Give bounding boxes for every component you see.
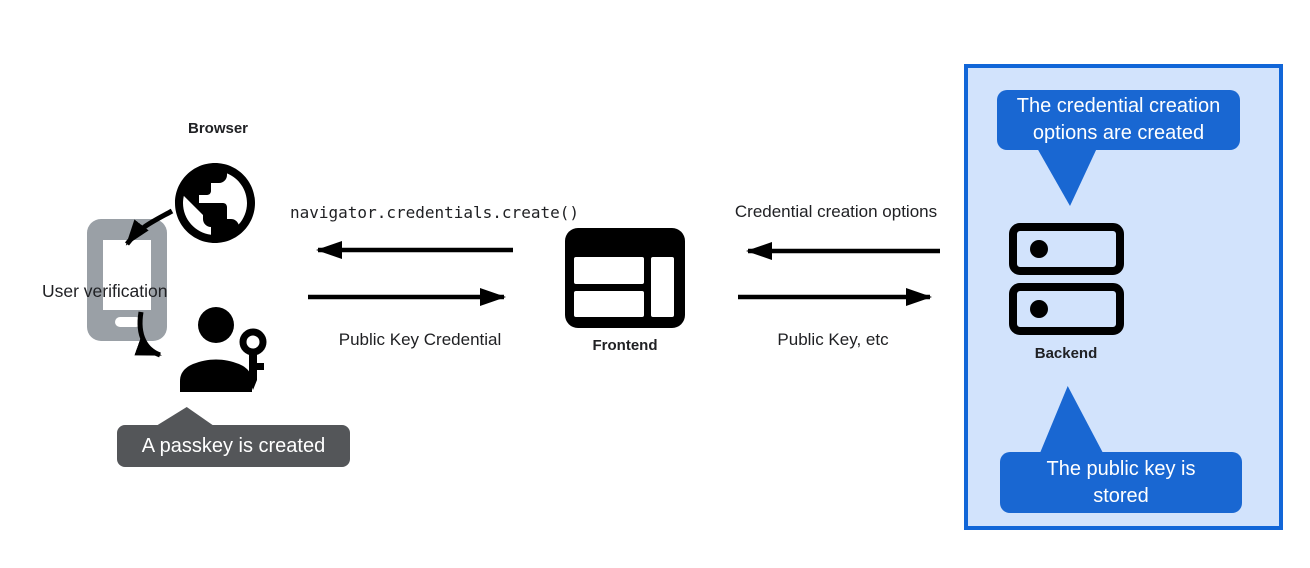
public-key-stored-tooltip-line2: stored <box>1093 485 1149 507</box>
message-credential-creation-options: Credential creation options <box>734 202 938 221</box>
backend-label: Backend <box>1034 345 1098 362</box>
smartphone-icon-svg <box>87 219 167 341</box>
options-created-tooltip: The credential creation options are crea… <box>997 90 1240 150</box>
arrow-device-to-user <box>134 311 162 358</box>
person-with-key-icon <box>178 304 270 399</box>
options-created-tooltip-line2: options are created <box>1032 122 1205 144</box>
browser-window-icon <box>565 228 685 333</box>
arrow-browser-to-device <box>125 208 174 246</box>
message-public-key-credential: Public Key Credential <box>338 330 502 349</box>
browser-label: Browser <box>187 120 249 137</box>
browser-window-icon-svg <box>565 228 685 328</box>
public-key-stored-tooltip-line1: The public key is <box>1046 458 1196 480</box>
message-public-key-etc: Public Key, etc <box>777 330 889 349</box>
message-create-call: navigator.credentials.create() <box>290 203 579 222</box>
options-created-tooltip-line1: The credential creation <box>1016 95 1221 117</box>
person-with-key-icon-svg <box>180 307 267 392</box>
globe-icon <box>167 155 263 256</box>
user-verification-label: User verification <box>42 281 168 301</box>
server-stack-icon <box>1009 223 1124 341</box>
public-key-stored-tooltip: The public key is stored <box>1000 452 1242 513</box>
globe-icon-svg <box>175 163 255 243</box>
smartphone-icon <box>87 219 167 346</box>
frontend-label: Frontend <box>592 337 658 354</box>
passkey-tooltip: A passkey is created <box>117 425 350 467</box>
server-stack-icon-svg <box>1009 223 1124 335</box>
